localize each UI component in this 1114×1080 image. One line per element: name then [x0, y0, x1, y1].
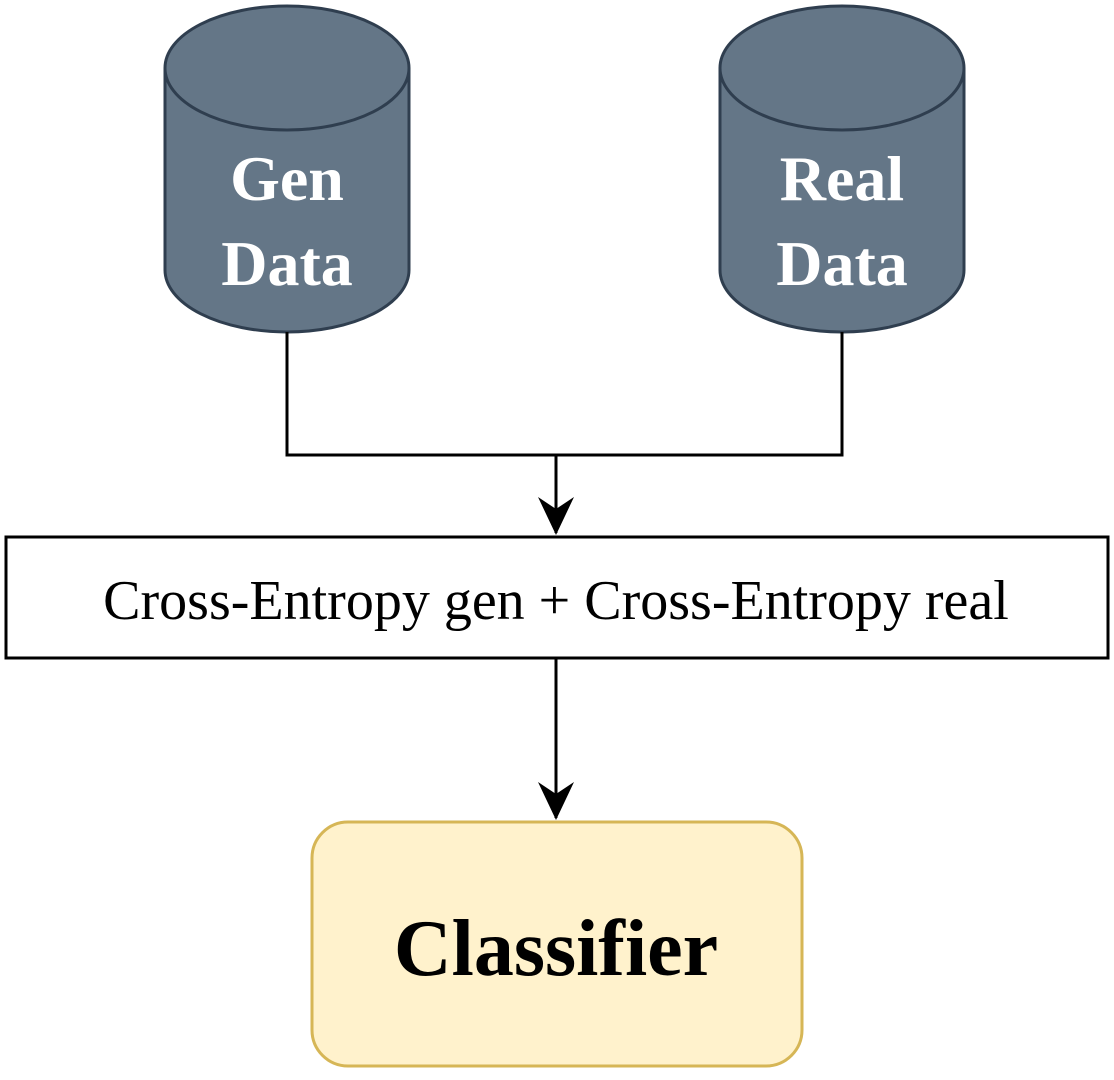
- gen-data-label-line2: Data: [221, 228, 353, 299]
- classifier-box: Classifier: [310, 820, 804, 1068]
- real-data-label-line2: Data: [776, 228, 908, 299]
- loss-box: Cross-Entropy gen + Cross-Entropy real: [4, 535, 1110, 660]
- arrowhead-icon: [538, 782, 574, 820]
- real-data-label-line1: Real: [780, 143, 904, 214]
- merge-connector: [285, 332, 844, 535]
- arrow-to-classifier: [538, 658, 574, 820]
- gen-data-cylinder: Gen Data: [163, 4, 411, 334]
- arrowhead-icon: [538, 497, 574, 535]
- real-data-cylinder: Real Data: [718, 4, 966, 334]
- loss-box-label: Cross-Entropy gen + Cross-Entropy real: [103, 570, 1009, 632]
- classifier-label: Classifier: [394, 905, 718, 993]
- gen-data-label-line1: Gen: [230, 143, 344, 214]
